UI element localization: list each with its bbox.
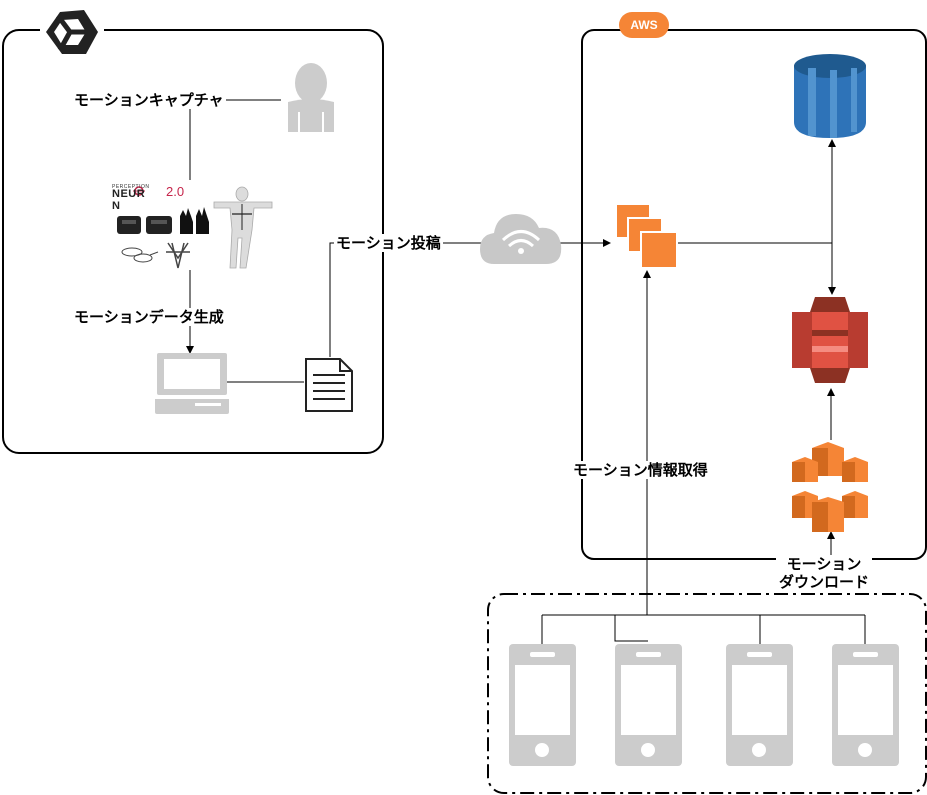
cloudfront-icon xyxy=(792,442,868,532)
cloud-wifi-icon xyxy=(480,214,562,264)
label-motion-capture: モーションキャプチャ xyxy=(72,91,226,109)
document-icon xyxy=(305,358,353,412)
unity-logo-icon xyxy=(40,10,104,54)
laptop-icon xyxy=(155,353,229,414)
label-motion-download-line1: モーション xyxy=(786,555,862,573)
cable-icon xyxy=(121,247,159,263)
label-motion-post: モーション投稿 xyxy=(334,234,443,252)
hub-device-icon xyxy=(117,216,141,234)
perception-neuron-product-image xyxy=(117,186,273,269)
neuron-name: NEUR N xyxy=(112,188,146,212)
label-motion-info-get: モーション情報取得 xyxy=(571,461,710,479)
rds-database-icon xyxy=(794,54,866,138)
label-motion-download: モーション ダウンロード xyxy=(776,555,873,591)
hub-device-icon xyxy=(146,216,172,234)
label-motion-data-generate: モーションデータ生成 xyxy=(72,308,226,326)
ec2-instances-icon xyxy=(615,203,678,269)
connector-document-to-cloud xyxy=(329,242,482,357)
s3-bucket-icon xyxy=(792,297,868,383)
smartphone-icon xyxy=(726,644,793,766)
aws-container xyxy=(581,29,927,560)
devices-container xyxy=(487,593,927,794)
glove-icon xyxy=(180,207,209,234)
user-icon xyxy=(288,63,334,132)
smartphone-icon xyxy=(509,644,576,766)
neuron-version: 2.0 xyxy=(166,184,185,199)
smartphone-icon xyxy=(615,644,682,766)
harness-icon xyxy=(166,242,190,269)
device-bus-drop-2 xyxy=(614,615,648,642)
label-motion-download-line2: ダウンロード xyxy=(779,573,870,591)
smartphone-icon xyxy=(832,644,899,766)
aws-badge: AWS xyxy=(619,12,669,38)
mannequin-icon xyxy=(213,186,273,269)
neuron-prefix: PERCEPTION xyxy=(112,184,150,190)
